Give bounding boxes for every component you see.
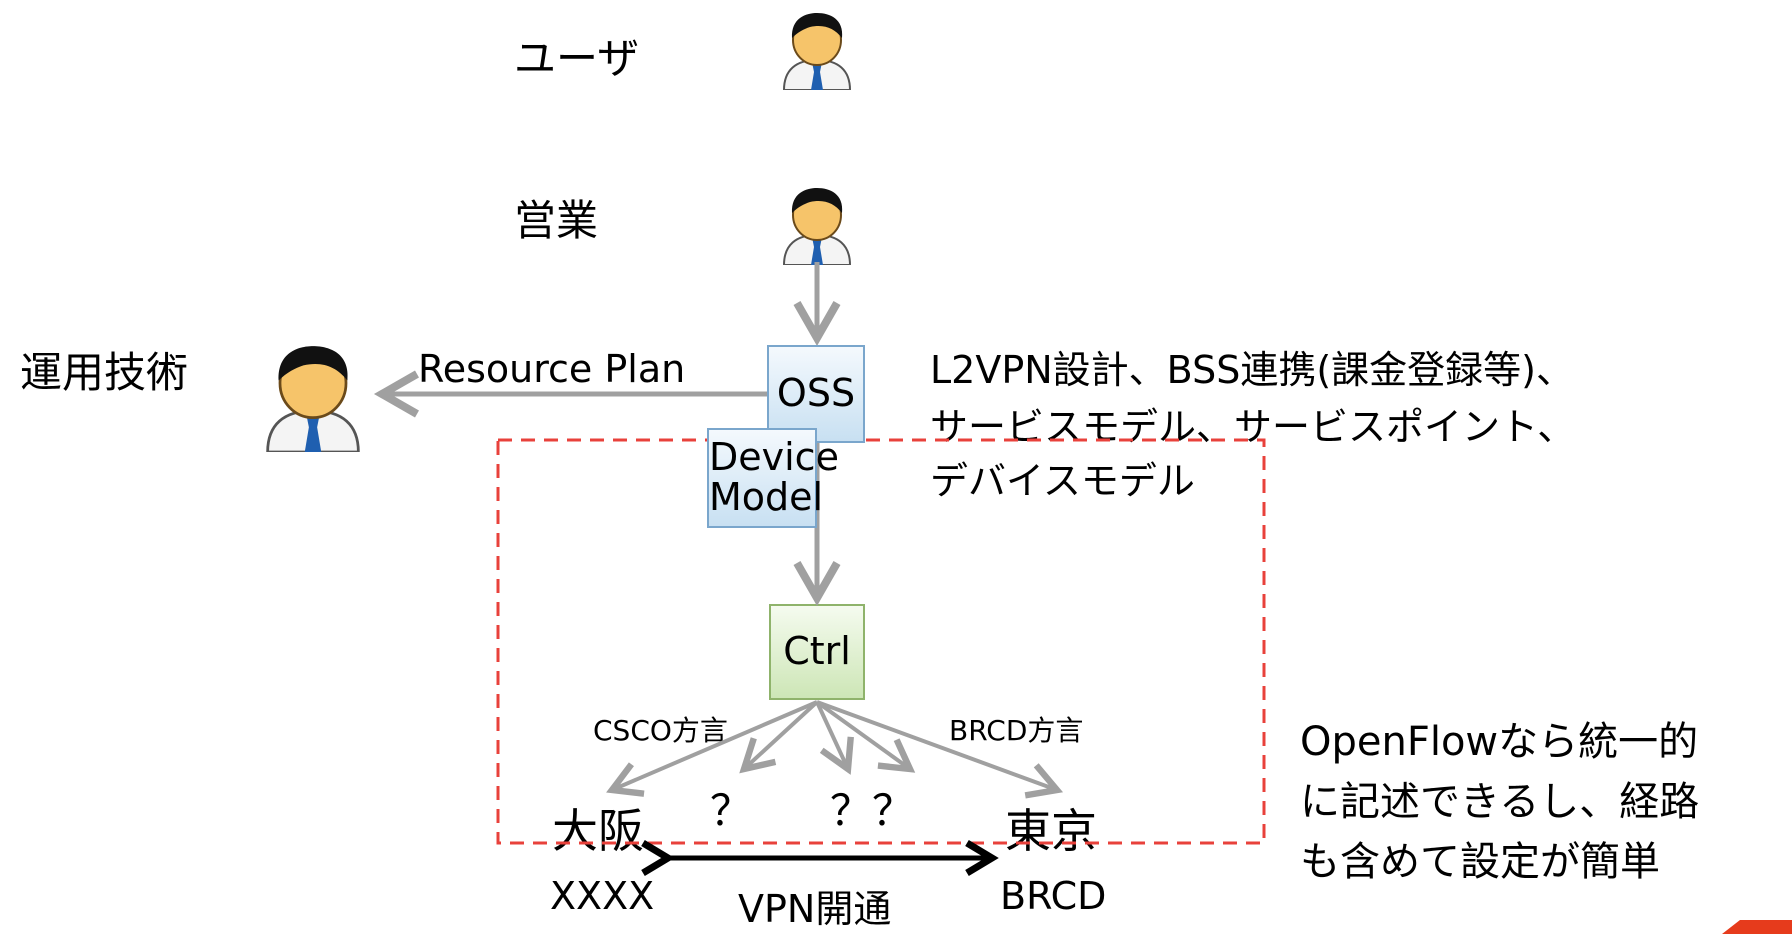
oss-note-line-3: デバイスモデル	[930, 459, 1195, 503]
openflow-note-line-3: も含めて設定が簡単	[1300, 839, 1660, 885]
tokyo-label: 東京	[1005, 804, 1097, 858]
user-person-icon	[782, 13, 852, 90]
ctrl-box: Ctrl	[769, 604, 865, 700]
user-label: ユーザ	[514, 34, 640, 83]
openflow-scope-dashed-box	[496, 438, 1266, 845]
device-model-label: Device Model	[709, 435, 839, 519]
resource-plan-label: Resource Plan	[418, 347, 686, 391]
openflow-note-line-1: OpenFlowなら統一的	[1300, 719, 1699, 765]
ctrl-label: Ctrl	[783, 629, 851, 674]
sales-label: 営業	[514, 196, 599, 245]
arrow-ctrl-to-osaka	[606, 700, 818, 797]
ops-label: 運用技術	[20, 348, 189, 397]
unknown-node-1: ？	[710, 786, 753, 835]
device-model-box: Device Model	[707, 428, 839, 528]
corner-accent	[1722, 920, 1792, 934]
sales-person-icon	[782, 188, 852, 265]
vpn-open-label: VPN開通	[738, 887, 892, 931]
ops-person-icon	[266, 346, 360, 452]
unknown-node-2: ？？	[830, 786, 915, 835]
osaka-vendor-label: XXXX	[550, 874, 655, 918]
osaka-label: 大阪	[552, 804, 644, 858]
brcd-dialect-label: BRCD方言	[949, 714, 1084, 747]
arrow-ctrl-to-tokyo	[816, 700, 1064, 799]
oss-label: OSS	[776, 371, 856, 416]
csco-dialect-label: CSCO方言	[593, 714, 728, 747]
arrow-ctrl-to-q2b	[815, 700, 916, 773]
tokyo-vendor-label: BRCD	[1000, 874, 1107, 918]
oss-note-line-1: L2VPN設計、BSS連携(課金登録等)、	[930, 348, 1574, 392]
arrow-ctrl-to-q2a	[815, 701, 854, 775]
arrow-ctrl-to-q1	[739, 700, 819, 774]
openflow-note-line-2: に記述できるし、経路	[1300, 779, 1700, 825]
